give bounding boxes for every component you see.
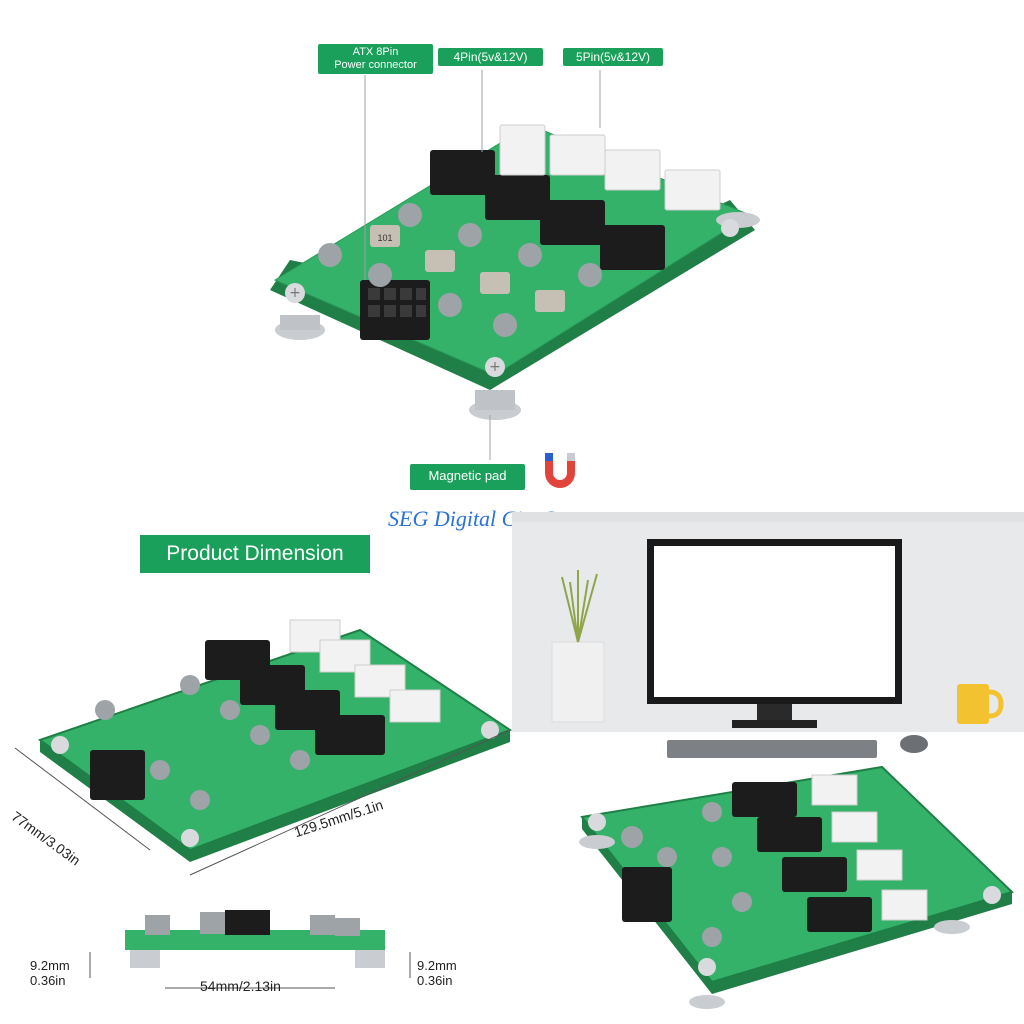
right-height-in: 0.36in: [417, 973, 453, 988]
callout-4pin: 4Pin(5v&12V): [438, 48, 543, 66]
desk-scene-image: [512, 512, 1024, 1024]
callout-atx-8pin: ATX 8Pin Power connector: [318, 44, 433, 74]
callout-atx-line2: Power connector: [334, 59, 417, 71]
callout-atx-line1: ATX 8Pin: [352, 46, 399, 58]
left-height-label: 9.2mm 0.36in: [30, 958, 70, 988]
spacing-dimension-label: 54mm/2.13in: [200, 978, 281, 994]
top-product-image: + + 101: [260, 40, 780, 510]
callout-magnetic-pad: Magnetic pad: [410, 464, 525, 490]
left-height-in: 0.36in: [30, 973, 66, 988]
inductor-marking: 101: [377, 233, 392, 243]
magnet-icon: [545, 453, 575, 488]
right-height-mm: 9.2mm: [417, 958, 457, 973]
dimension-board-illustration: [14, 619, 513, 989]
left-height-mm: 9.2mm: [30, 958, 70, 973]
right-height-label: 9.2mm 0.36in: [417, 958, 457, 988]
svg-text:+: +: [489, 359, 501, 375]
pcb-board-illustration: + + 101: [270, 70, 760, 460]
callout-5pin: 5Pin(5v&12V): [563, 48, 663, 66]
product-dimension-heading: Product Dimension: [140, 535, 370, 573]
svg-text:+: +: [289, 285, 301, 301]
